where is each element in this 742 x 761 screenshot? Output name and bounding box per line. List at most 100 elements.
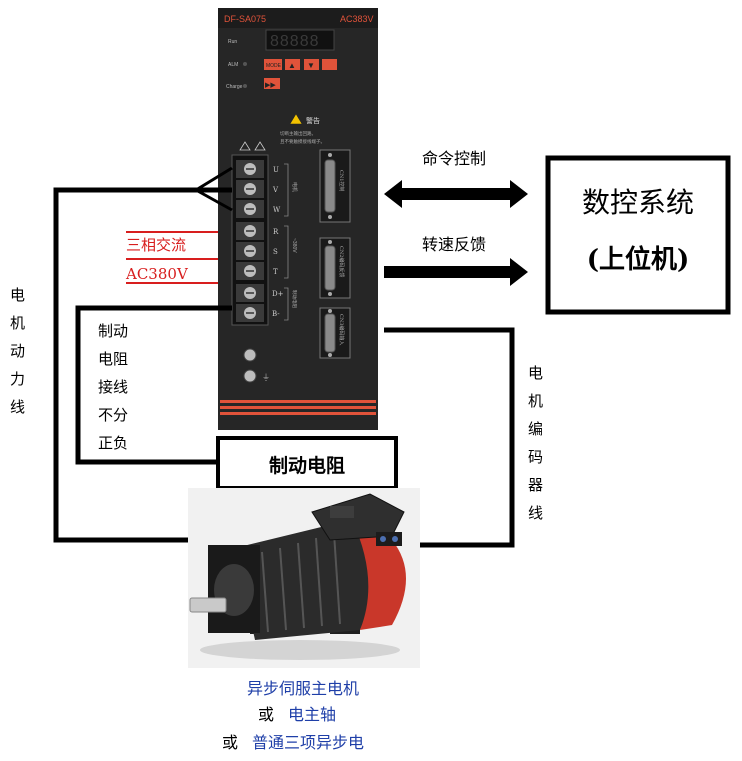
servo-drive: DF-SA075 AC383V Run 88888 ALM Charge MOD… — [218, 8, 378, 430]
charge-label: Charge — [226, 84, 243, 90]
led-digits: 88888 — [270, 33, 320, 50]
terminal-t[interactable] — [236, 262, 264, 280]
terminal-labels: U V W R S T D+ B- — [272, 166, 284, 318]
terminal-u[interactable] — [236, 160, 264, 178]
terminal-group-brake: 制动电阻 — [291, 290, 298, 308]
motor-junction-box — [311, 493, 405, 541]
brake-resistor-label: 制动电阻 — [269, 454, 345, 477]
hazard-icon — [254, 141, 266, 151]
down-button-label: ▼ — [307, 61, 315, 70]
cnc-system-box — [545, 155, 731, 315]
brake-note-line: 正负 — [98, 434, 128, 452]
speed-feedback-arrow — [384, 258, 528, 286]
terminal-group-motor: 电机 — [291, 182, 298, 192]
brake-note-line: 不分 — [98, 406, 128, 424]
terminal-label: R — [273, 228, 279, 236]
motor-rear-housing — [352, 520, 406, 630]
terminal-label: W — [273, 206, 281, 214]
up-button-label: ▲ — [288, 61, 296, 70]
terminal-label: V — [272, 186, 279, 194]
cn2-label: CN2编码反馈 — [338, 246, 345, 277]
terminal-group-power: ~380V — [291, 238, 297, 253]
cn3-label: CN3编码输入 — [338, 314, 345, 345]
motor-body — [235, 520, 390, 640]
speed-feedback-label: 转速反馈 — [422, 235, 486, 254]
mode-button-label: MODE — [266, 63, 282, 69]
drive-model: DF-SA075 — [224, 14, 266, 24]
motor-shaft — [189, 597, 227, 613]
led-display — [265, 29, 335, 51]
warning-title: 警告 — [306, 116, 320, 125]
cnc-system-subtitle: (上位机) — [587, 244, 690, 275]
terminal-r[interactable] — [236, 222, 264, 240]
command-control-arrow — [384, 180, 528, 208]
motor-caption-3: 普通三项异步电 — [252, 733, 364, 752]
brake-note-line: 制动 — [98, 322, 128, 340]
encoder-char: 器 — [528, 476, 543, 494]
encoder-line-label: 电 机 编 码 器 线 — [528, 364, 543, 522]
encoder-char: 机 — [528, 392, 543, 410]
cn2-connector[interactable]: CN2编码反馈 — [319, 237, 351, 299]
terminal-dplus[interactable] — [236, 284, 264, 302]
motor-power-line-label: 电 机 动 力 线 — [10, 286, 25, 416]
encoder-char: 编 — [528, 420, 543, 438]
three-phase-voltage: AC380V — [125, 265, 189, 283]
cn1-connector[interactable]: CN1控制 — [319, 149, 351, 223]
enter-button[interactable] — [322, 59, 337, 70]
terminal-label: S — [273, 248, 278, 256]
terminal-label: D+ — [272, 290, 284, 298]
terminal-bminus[interactable] — [236, 304, 264, 322]
motor-power-char: 力 — [10, 370, 25, 388]
terminal-w[interactable] — [236, 200, 264, 218]
drive-stripe — [220, 406, 376, 409]
encoder-char: 线 — [528, 504, 543, 522]
terminal-s[interactable] — [236, 242, 264, 260]
encoder-char: 码 — [528, 448, 543, 466]
led-run-label: Run — [228, 39, 237, 45]
brake-note-line: 电阻 — [98, 350, 128, 368]
motor-caption-1: 异步伺服主电机 — [247, 679, 359, 698]
terminal-label: T — [273, 268, 278, 276]
drive-stripe — [220, 400, 376, 403]
caution-icon — [239, 141, 251, 151]
motor-power-char: 线 — [10, 398, 25, 416]
shift-button-label: ▶▶ — [265, 82, 276, 89]
motor-power-char: 动 — [10, 342, 25, 360]
charge-led — [243, 84, 247, 88]
command-control-label: 命令控制 — [422, 149, 486, 168]
terminal-label: U — [273, 166, 279, 174]
motor-power-wire-w — [195, 188, 233, 212]
shift-button[interactable] — [264, 78, 280, 89]
mode-button[interactable] — [264, 59, 282, 70]
brake-note: 制动 电阻 接线 不分 正负 — [98, 322, 128, 452]
motor-caption-3-prefix: 或 — [222, 733, 238, 752]
alm-label: ALM — [228, 62, 238, 68]
drive-stripe — [220, 412, 376, 415]
ground-screw[interactable] — [243, 369, 257, 383]
encoder-char: 电 — [528, 364, 543, 382]
brake-note-line: 接线 — [98, 378, 128, 396]
brake-wire — [75, 305, 232, 465]
motor-power-char: 机 — [10, 314, 25, 332]
cn1-label: CN1控制 — [338, 170, 345, 191]
up-button[interactable] — [285, 59, 300, 70]
ground-icon: ⏚ — [262, 373, 270, 382]
drive-voltage: AC383V — [340, 14, 374, 24]
ground-screw[interactable] — [243, 348, 257, 362]
warning-line1: 切断主输出回路。 — [280, 130, 316, 137]
motor-power-wire-v — [195, 166, 233, 192]
cnc-system-title: 数控系统 — [582, 186, 694, 219]
encoder-wire — [384, 327, 515, 548]
cn3-connector[interactable]: CN3编码输入 — [319, 307, 351, 359]
motor-power-char: 电 — [10, 286, 25, 304]
warning-icon — [289, 113, 303, 125]
alm-led — [243, 62, 247, 66]
motor-caption-2: 电主轴 — [288, 705, 336, 724]
down-button[interactable] — [304, 59, 319, 70]
three-phase-label: 三相交流 — [126, 236, 186, 254]
servo-motor — [188, 488, 420, 668]
terminal-v[interactable] — [236, 180, 264, 198]
brake-resistor-box — [216, 436, 398, 490]
motor-caption-2-prefix: 或 — [258, 705, 274, 724]
